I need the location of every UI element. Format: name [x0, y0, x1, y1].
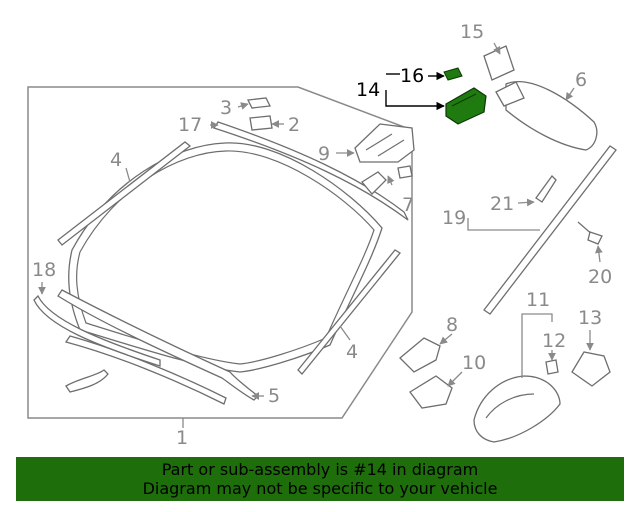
callout-14: 14: [356, 79, 380, 101]
side-moulding-right: [297, 249, 401, 375]
overhead-console-11: [473, 375, 561, 443]
callout-19: 19: [442, 207, 466, 229]
leader-8: [439, 333, 453, 345]
leader-21: [517, 198, 535, 207]
pad-16: [443, 67, 463, 81]
clip-3: [247, 97, 271, 109]
callout-16: 16: [400, 65, 424, 87]
leader-6: [565, 87, 575, 101]
callout-12: 12: [542, 330, 566, 352]
clip-12: [545, 359, 559, 375]
callout-11: 11: [526, 289, 550, 311]
top-moulding: [212, 121, 409, 221]
info-banner: Part or sub-assembly is #14 in diagram D…: [16, 457, 624, 501]
callout-1: 1: [176, 427, 188, 449]
callout-4-bottom: 4: [346, 341, 358, 363]
callout-15: 15: [460, 21, 484, 43]
callout-10: 10: [462, 352, 486, 374]
leader-3: [237, 102, 249, 110]
callout-18: 18: [32, 259, 56, 281]
leader-4-top: [125, 167, 131, 183]
mirror-bracket-9: [354, 123, 415, 163]
bracket-13: [571, 351, 611, 387]
parts-diagram: 1 2 3 4 4 5 6 7 8 9 10 11 12 13 14 15 16…: [27, 21, 617, 449]
side-moulding-left: [57, 141, 192, 246]
leader-7: [387, 175, 395, 186]
leader-14: [385, 90, 445, 111]
callout-2: 2: [288, 114, 300, 136]
callout-8: 8: [446, 314, 458, 336]
leader-20: [595, 245, 603, 263]
callout-13: 13: [578, 307, 602, 329]
banner-line-1: Part or sub-assembly is #14 in diagram: [161, 460, 479, 479]
callout-17: 17: [178, 114, 202, 136]
callout-4-top: 4: [110, 149, 122, 171]
callout-3: 3: [220, 97, 232, 119]
callout-6: 6: [575, 69, 587, 91]
callout-21: 21: [490, 193, 514, 215]
callout-7: 7: [402, 194, 414, 216]
callout-9: 9: [318, 143, 330, 165]
leader-4-bottom: [339, 325, 351, 341]
leader-11: [521, 313, 553, 378]
pillar-moulding-19: [483, 145, 617, 315]
sensor-cover-7: [361, 165, 413, 195]
leader-10: [447, 371, 463, 387]
leader-15: [493, 42, 501, 55]
screw-20: [577, 221, 603, 245]
clip-2: [249, 115, 273, 131]
rear-view-mirror-6: [495, 81, 598, 151]
banner-line-2: Diagram may not be specific to your vehi…: [142, 479, 498, 498]
callout-5: 5: [268, 385, 280, 407]
clip-21: [535, 175, 557, 203]
bracket-10: [409, 375, 453, 409]
callout-20: 20: [588, 266, 612, 288]
bracket-8: [399, 337, 441, 373]
leader-19: [467, 218, 540, 231]
sensor-14-highlighted: [445, 87, 487, 125]
retainer-clip: [65, 369, 109, 393]
glass-dam: [33, 294, 161, 367]
